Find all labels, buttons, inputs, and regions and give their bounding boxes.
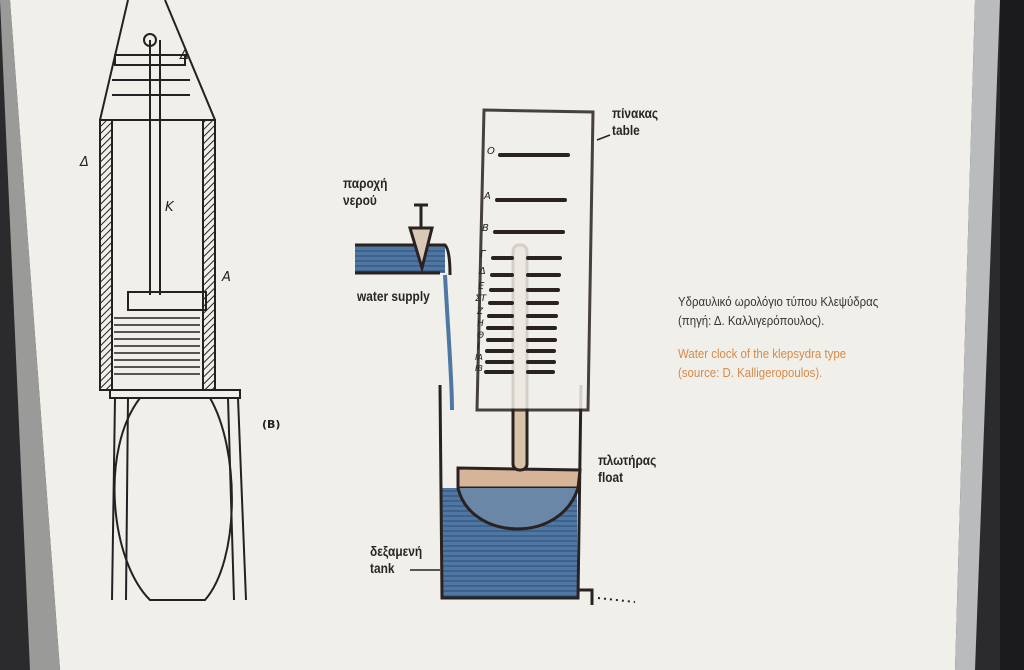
scale-mark: Ζ <box>477 307 484 317</box>
scale-mark: ΙΑ <box>475 353 483 362</box>
scale-mark: Ι <box>477 342 480 352</box>
caption: Υδραυλικό ωρολόγιο τύπου Κλεψύδρας (πηγή… <box>678 292 878 382</box>
supply-label-english: water supply <box>357 288 430 304</box>
left-mark-k: K <box>165 200 174 215</box>
left-klepsydra-drawing <box>99 0 247 601</box>
tank-label-english: tank <box>370 560 395 576</box>
scale-mark: Γ <box>480 249 486 260</box>
right-klepsydra-drawing <box>355 108 636 605</box>
figure-label-b: (B) <box>262 418 281 431</box>
panel-frame-right <box>955 0 1000 670</box>
caption-english-line2: (source: D. Kalligeropoulos). <box>678 365 823 380</box>
supply-label-greek: παροχή νερού <box>343 175 387 209</box>
scale-mark: Α <box>484 191 491 202</box>
tank-label: δεξαμενή tank <box>370 543 422 577</box>
tank-label-greek: δεξαμενή <box>370 543 423 559</box>
scale-mark: Η <box>477 319 484 329</box>
left-mark-delta-top: Δ <box>180 48 189 63</box>
caption-english-line1: Water clock of the klepsydra type <box>678 346 847 361</box>
panel-frame-left <box>0 0 60 670</box>
scale-mark: Ο <box>487 146 495 157</box>
supply-label-greek-line2: νερού <box>343 192 377 208</box>
float-label: πλωτήρας float <box>598 452 656 486</box>
supply-label-greek-line1: παροχή <box>343 175 388 191</box>
scale-mark: Ε <box>478 281 485 292</box>
scale-mark: Θ <box>477 331 485 341</box>
caption-greek-line1: Υδραυλικό ωρολόγιο τύπου Κλεψύδρας <box>678 294 879 309</box>
left-mark-delta: Δ <box>80 155 89 170</box>
left-mark-a: A <box>222 270 231 285</box>
scale-mark: ΙΒ <box>475 364 483 373</box>
scale-mark: Δ <box>479 266 486 277</box>
caption-greek-line2: (πηγή: Δ. Καλλιγερόπουλος). <box>678 313 825 328</box>
float-label-english: float <box>598 469 624 485</box>
table-label-english: table <box>612 122 640 138</box>
table-label: πίνακας table <box>612 105 658 139</box>
scale-mark: Β <box>482 223 489 234</box>
float-label-greek: πλωτήρας <box>598 452 657 468</box>
scale-mark: ΣΤ <box>475 294 487 304</box>
table-label-greek: πίνακας <box>612 105 659 121</box>
